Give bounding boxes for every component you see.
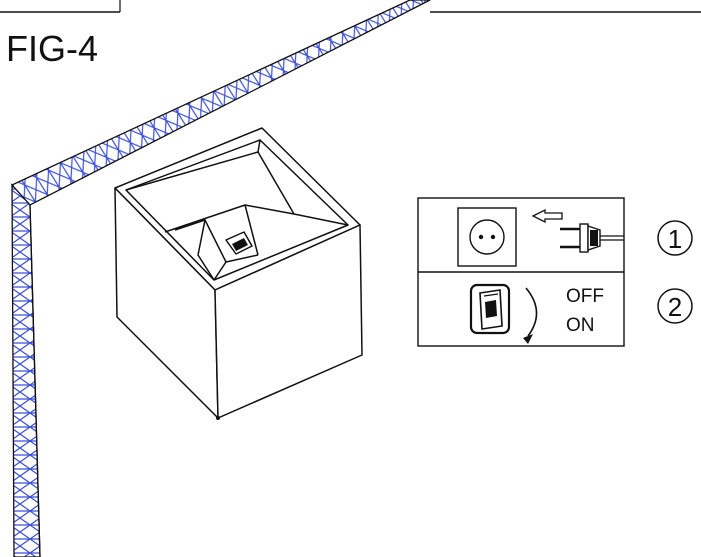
plug-into-socket-icon [457,207,624,267]
step-number-2: 2 [657,288,693,324]
step-number-2-text: 2 [668,292,682,322]
cube-wall-lamp [114,127,363,420]
instruction-panel: OFF ON [417,197,625,347]
power-plug-icon [560,223,624,253]
step-number-1: 1 [657,220,693,256]
curved-arrow-icon [523,287,538,344]
switch-on-label: ON [566,315,595,336]
arrow-left-icon [531,208,563,224]
wall-section [10,0,431,557]
top-edge-line [0,0,701,13]
rocker-switch-icon [469,283,511,335]
figure-title: FIG-4 [6,28,99,69]
step-number-1-text: 1 [668,224,682,254]
switch-off-label: OFF [566,286,604,307]
